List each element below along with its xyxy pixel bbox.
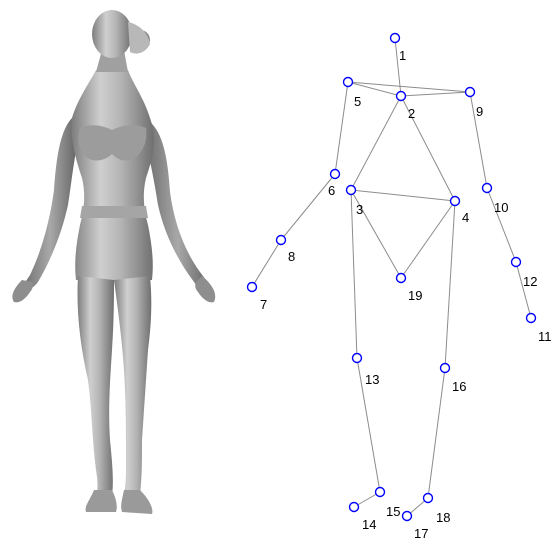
body-left-hand (12, 280, 32, 302)
joint-4 (451, 197, 460, 206)
joint-label-1: 1 (399, 48, 406, 63)
body-right-foot (121, 490, 152, 514)
bone-1-2 (395, 38, 401, 96)
joint-6 (331, 170, 340, 179)
bone-2-9 (401, 92, 470, 96)
joint-11 (527, 314, 536, 323)
joint-label-17: 17 (414, 526, 428, 541)
body-left-foot (86, 490, 117, 512)
body-hair-detail (128, 22, 150, 54)
joint-3 (347, 186, 356, 195)
joint-label-9: 9 (476, 104, 483, 119)
joint-19 (397, 274, 406, 283)
joint-1 (391, 34, 400, 43)
bone-4-16 (445, 201, 455, 368)
joint-7 (248, 283, 257, 292)
joint-5 (344, 78, 353, 87)
body-scan-model (12, 10, 215, 514)
bone-4-19 (401, 201, 455, 278)
joint-8 (277, 236, 286, 245)
joint-label-7: 7 (260, 297, 267, 312)
body-right-arm (144, 122, 212, 290)
joint-label-16: 16 (452, 379, 466, 394)
joint-15 (376, 488, 385, 497)
joint-16 (441, 364, 450, 373)
joint-label-12: 12 (523, 274, 537, 289)
joint-label-11: 11 (538, 329, 552, 344)
bone-6-8 (281, 174, 335, 240)
bone-2-3 (351, 96, 401, 190)
joint-9 (466, 88, 475, 97)
body-torso (72, 70, 154, 280)
bone-5-6 (335, 82, 348, 174)
body-right-hand (195, 276, 215, 302)
body-right-leg (114, 276, 151, 494)
joint-label-8: 8 (288, 249, 295, 264)
joint-2 (397, 92, 406, 101)
bone-3-4 (351, 190, 455, 201)
joint-14 (350, 503, 359, 512)
body-waistband (80, 206, 148, 218)
skeleton-bones (252, 38, 531, 516)
joint-label-2: 2 (408, 106, 415, 121)
skeleton-joints (248, 34, 536, 521)
joint-label-10: 10 (494, 200, 508, 215)
joint-label-3: 3 (356, 202, 363, 217)
joint-17 (403, 512, 412, 521)
body-head (92, 10, 132, 58)
joint-label-19: 19 (408, 288, 422, 303)
bone-12-11 (516, 262, 531, 318)
joint-label-4: 4 (462, 210, 469, 225)
joint-13 (353, 354, 362, 363)
body-left-arm (20, 118, 80, 291)
joint-label-15: 15 (386, 504, 400, 519)
joint-label-18: 18 (436, 510, 450, 525)
joint-label-6: 6 (328, 183, 335, 198)
bone-16-18 (428, 368, 445, 498)
joint-label-13: 13 (365, 372, 379, 387)
joint-label-14: 14 (362, 517, 376, 532)
joint-18 (424, 494, 433, 503)
bone-8-7 (252, 240, 281, 287)
joint-label-5: 5 (354, 94, 361, 109)
body-left-leg (77, 276, 114, 496)
joint-10 (483, 184, 492, 193)
joint-12 (512, 258, 521, 267)
